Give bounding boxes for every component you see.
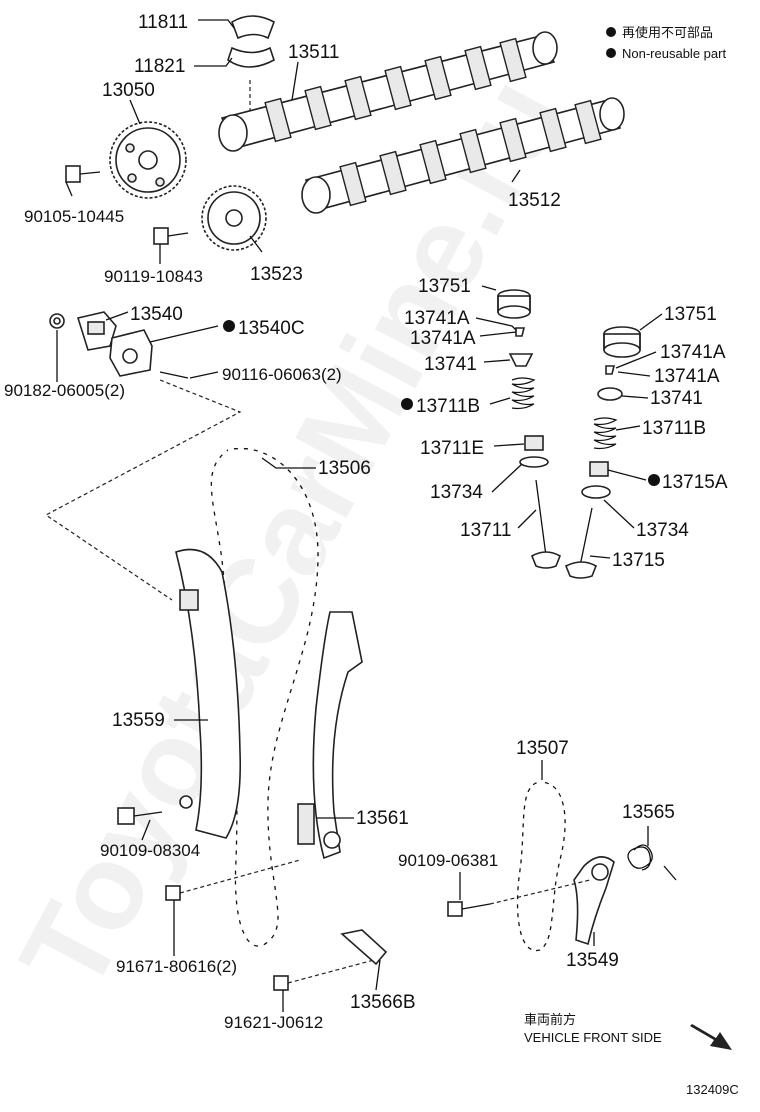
spring-retainer-13741-shape (597, 387, 623, 401)
part-label-13741-left: 13741 (424, 354, 477, 375)
stud-90116-shape (159, 371, 189, 379)
part-label-90116-06063: 90116-06063(2) (222, 365, 342, 384)
part-label-91671-80616: 91671-80616(2) (116, 957, 237, 976)
spring-seat-13734-shape (519, 456, 549, 468)
part-label-90182-06005: 90182-06005(2) (4, 381, 125, 400)
cam-timing-gear-13050-shape (109, 121, 187, 199)
oil-pump-chain-13507-shape (515, 779, 567, 953)
non-reusable-marker-icon (648, 474, 660, 486)
vehicle-front-arrow-icon (690, 1024, 732, 1050)
valve-lifter-13751-shape (603, 326, 641, 358)
chain-tensioner-13549-shape (573, 856, 615, 946)
bolt-90105-shape (65, 165, 101, 183)
part-label-13711b-right: 13711B (642, 418, 706, 439)
part-label-13511: 13511 (288, 42, 339, 63)
legend-english: Non-reusable part (622, 46, 726, 61)
valve-keeper-shape (515, 327, 526, 337)
bolt-90109-06381-shape (447, 879, 591, 917)
part-label-13711e: 13711E (420, 438, 484, 459)
part-label-13711b-left: 13711B (416, 396, 480, 417)
non-reusable-marker-icon (223, 320, 235, 332)
part-label-13559: 13559 (112, 710, 165, 731)
chain-damper-13561-shape (297, 611, 363, 860)
part-label-13540: 13540 (130, 304, 183, 325)
part-label-13715a: 13715A (662, 472, 728, 493)
valve-stem-seal-13711e-shape (524, 435, 544, 451)
part-label-13523: 13523 (250, 264, 303, 285)
valve-13715-shape (564, 507, 598, 579)
part-labels: 11811 11821 13511 13050 90105-10445 1351… (4, 12, 728, 1032)
bearing-lower-shape (227, 46, 275, 68)
non-reusable-marker-icon (606, 48, 616, 58)
bolt-90119-shape (153, 227, 189, 245)
valve-spring-13711b-shape (511, 377, 536, 410)
camshaft-13511-shape (218, 31, 558, 152)
camshaft-13512-shape (301, 97, 625, 214)
part-label-13751-right: 13751 (664, 304, 717, 325)
spring-seat-13734-shape (581, 485, 611, 499)
part-label-13561: 13561 (356, 808, 409, 829)
tensioner-13540-shape (76, 311, 117, 351)
valve-lifter-13751-shape (497, 289, 531, 319)
part-label-11811: 11811 (138, 12, 188, 33)
valve-stem-seal-13715a-shape (589, 461, 609, 477)
part-label-13741a-3: 13741A (660, 342, 726, 363)
spring-retainer-13741-shape (508, 353, 534, 367)
valve-keeper-shape (605, 365, 616, 375)
part-label-13711: 13711 (460, 520, 511, 541)
part-label-13751-left: 13751 (418, 276, 471, 297)
bolt-90109-08304-shape (117, 807, 163, 825)
part-label-90119-10843: 90119-10843 (104, 267, 203, 286)
part-label-13741a-4: 13741A (654, 366, 720, 387)
part-label-90109-06381: 90109-06381 (398, 851, 498, 870)
part-label-13565: 13565 (622, 802, 675, 823)
gasket-13540c-shape (109, 329, 153, 377)
part-label-13512: 13512 (508, 190, 561, 211)
spring-13565-shape (627, 844, 677, 881)
chain-guide-13559-shape (175, 548, 242, 839)
part-label-90105-10445: 90105-10445 (24, 207, 124, 226)
part-label-11821: 11821 (134, 56, 185, 77)
chain-slipper-13566b-shape (340, 929, 388, 966)
part-label-13050: 13050 (102, 80, 155, 101)
part-label-13507: 13507 (516, 738, 569, 759)
bearing-upper-shape (231, 15, 275, 40)
part-label-13741-right: 13741 (650, 388, 703, 409)
part-label-13566b: 13566B (350, 992, 416, 1013)
sprocket-13523-shape (201, 185, 267, 251)
vehicle-front-japanese: 車両前方 (524, 1012, 576, 1027)
nut-90182-shape (49, 313, 65, 329)
valve-13711-shape (530, 479, 562, 569)
non-reusable-marker-icon (401, 398, 413, 410)
part-label-13734-right: 13734 (636, 520, 689, 541)
non-reusable-marker-icon (606, 27, 616, 37)
legend: 再使用不可部品 Non-reusable part (606, 25, 726, 61)
bolt-91621-shape (273, 959, 375, 991)
part-label-13540c: 13540C (238, 318, 305, 339)
diagram-code: 132409C (686, 1082, 739, 1097)
part-label-13741a-2: 13741A (410, 328, 476, 349)
part-label-13741a-1: 13741A (404, 308, 470, 329)
legend-japanese: 再使用不可部品 (622, 25, 713, 40)
part-label-90109-08304: 90109-08304 (100, 841, 200, 860)
part-label-91621-j0612: 91621-J0612 (224, 1013, 323, 1032)
valve-spring-13711b-shape (593, 417, 618, 450)
part-label-13715: 13715 (612, 550, 665, 571)
part-label-13549: 13549 (566, 950, 619, 971)
part-label-13734-left: 13734 (430, 482, 483, 503)
leader-lines (56, 19, 663, 1012)
bolt-91671-shape (165, 859, 301, 901)
part-label-13506: 13506 (318, 458, 371, 479)
vehicle-front-english: VEHICLE FRONT SIDE (524, 1030, 662, 1045)
